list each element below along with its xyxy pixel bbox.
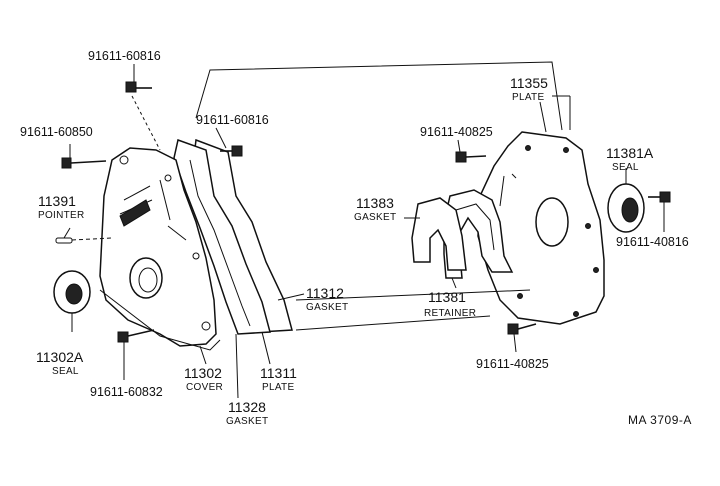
label-seal-front-num: 11302A [36,349,84,365]
label-bolt-mid: 91611-60816 [196,113,269,127]
rear-plate-hole-2 [563,147,569,153]
label-retainer-num: 11381 [428,289,466,305]
group-link-line-2 [295,289,531,301]
label-seal-rear-num: 11381A [606,145,654,161]
label-bolt-far-right: 91611-40816 [616,235,689,249]
label-retainer-name: RETAINER [424,308,476,319]
cover-boss-3 [192,252,200,260]
bolt-far-right-icon [648,191,671,203]
label-bolt-right-bottom: 91611-40825 [476,357,549,371]
label-bolt-left: 91611-60850 [20,125,93,139]
label-cover-num: 11302 [184,365,222,381]
cover-boss-4 [201,321,211,331]
label-cover-name: COVER [186,382,223,393]
retainer-inner [455,203,495,251]
label-seal-rear-name: SEAL [612,162,639,173]
rear-plate-hole-3 [585,223,591,229]
leader-lines [63,64,665,399]
label-bolt-bottom-left: 91611-60832 [90,385,163,399]
bolt-top-icon [125,81,161,151]
front-seal-inner [65,283,83,305]
label-gasket-front-name: GASKET [226,416,268,427]
rear-plate-hole-4 [593,267,599,273]
bolt-mid-icon [220,145,243,157]
cover-seal-bore [129,257,163,299]
reference-code: MA 3709-A [628,413,692,427]
retainer-shape [443,189,514,279]
cover-seal-bore-inner [138,267,158,293]
cover-boss-1 [119,155,129,165]
label-plate-rear-name: PLATE [512,92,544,103]
front-gasket-inner [189,159,251,327]
label-gasket-mid-name: GASKET [306,302,348,313]
front-gasket-shape [173,139,271,335]
rear-plate-bead [499,173,517,207]
cover-logo-plate [119,199,151,227]
rear-plate-bore [535,197,569,247]
label-gasket-mid-num: 11312 [306,285,344,301]
label-plate-front-num: 11311 [260,365,297,381]
rear-plate-hole-6 [517,293,523,299]
bolt-right-top-icon [455,151,487,163]
rear-gasket-shape [411,197,467,271]
label-seal-front-name: SEAL [52,366,79,377]
label-gasket-front-num: 11328 [228,399,266,415]
bolt-left-icon [61,157,107,169]
label-bolt-top: 91611-60816 [88,49,161,63]
label-bolt-right-top: 91611-40825 [420,125,493,139]
rear-plate-hole-5 [573,311,579,317]
cover-boss-2 [164,174,172,182]
label-plate-rear-num: 11355 [510,75,548,91]
rear-seal-inner [621,197,639,223]
group-link-line [295,315,491,331]
label-pointer-num: 11391 [38,193,76,209]
bolt-bottom-left-icon [117,329,155,343]
rear-plate-hole-1 [525,145,531,151]
label-pointer-name: POINTER [38,210,85,221]
timing-cover-flange [99,289,221,351]
pointer-shape [55,237,73,244]
label-gasket-rear-name: GASKET [354,212,396,223]
label-gasket-rear-num: 11383 [356,195,394,211]
bolt-right-bottom-icon [507,323,537,335]
label-plate-front-name: PLATE [262,382,294,393]
